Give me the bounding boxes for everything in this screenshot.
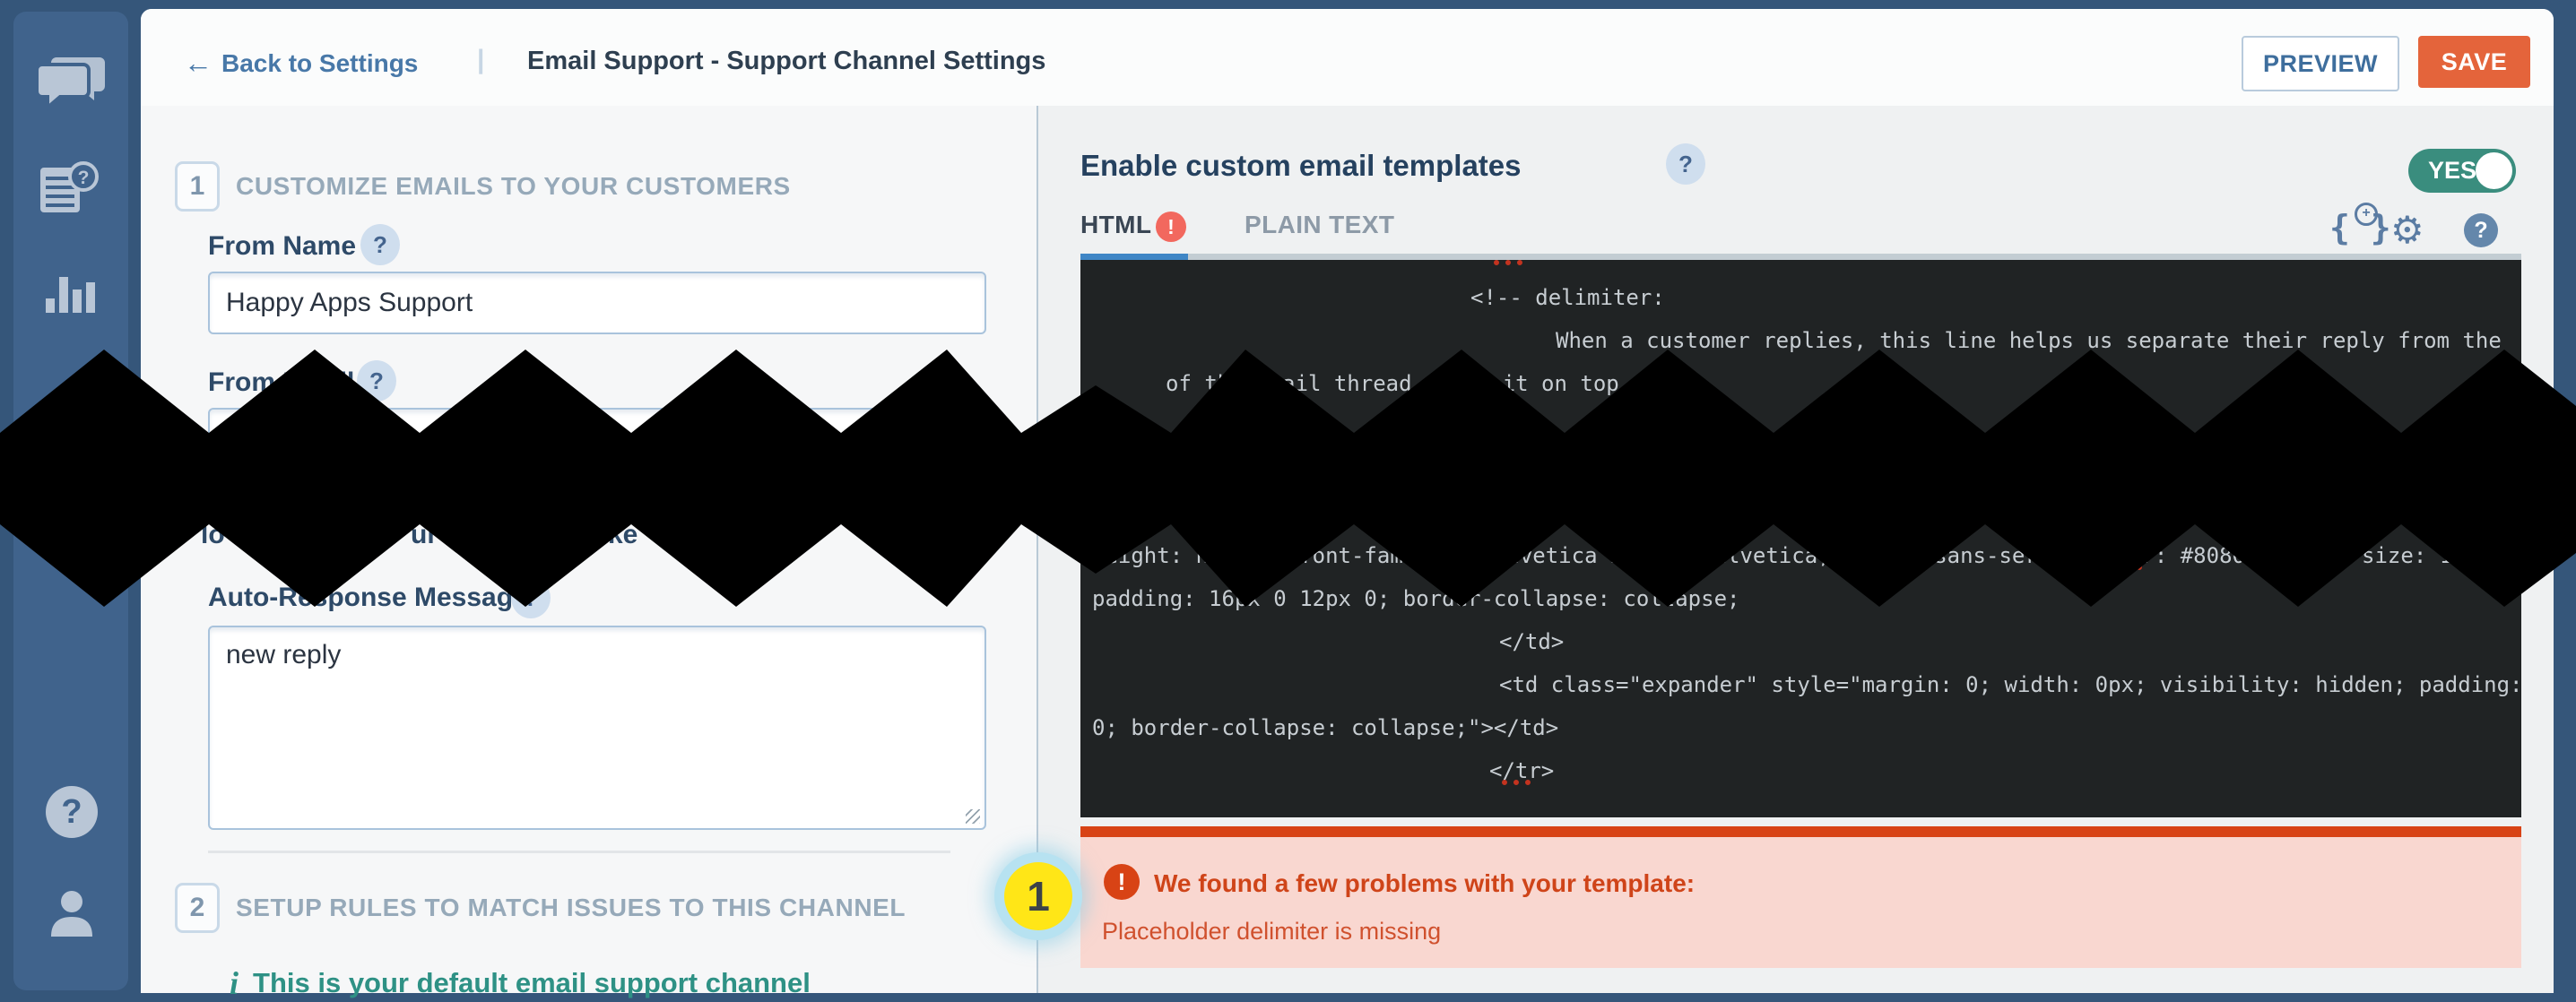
tab-underline-track — [1080, 254, 2521, 260]
error-heading: We found a few problems with your templa… — [1154, 869, 1696, 897]
hidden-text-fragment: ke — [608, 520, 638, 549]
knowledge-base-icon[interactable]: ? — [39, 160, 101, 216]
gear-icon[interactable]: ⚙ — [2390, 209, 2424, 251]
code-line: <td class="expander" style="margin: 0; w… — [1499, 672, 2521, 697]
from-name-label: From Name — [208, 231, 357, 261]
code-line: </tr> — [1489, 758, 1555, 783]
svg-text:?: ? — [78, 168, 90, 188]
enable-templates-help-icon[interactable]: ? — [1666, 143, 1705, 185]
help-icon[interactable]: ? — [46, 786, 98, 838]
preview-button[interactable]: PREVIEW — [2242, 36, 2399, 91]
error-icon: ! — [1104, 864, 1140, 900]
default-channel-note: i This is your default email support cha… — [230, 965, 811, 1001]
editor-help-icon[interactable]: ? — [2464, 213, 2498, 247]
save-button[interactable]: SAVE — [2418, 36, 2530, 88]
code-line: weight: normal; font-family: 'Helvetica … — [1092, 543, 2504, 568]
code-editor[interactable]: <!-- delimiter: When a customer replies,… — [1080, 260, 2521, 817]
back-arrow-icon: ← — [184, 47, 212, 79]
spellcheck-mark — [2113, 565, 2142, 570]
reports-icon[interactable] — [46, 275, 96, 313]
insert-placeholder-icon[interactable]: { } + — [2329, 203, 2391, 249]
back-link[interactable]: ← Back to Settings — [184, 47, 418, 80]
custom-templates-toggle[interactable]: YES — [2408, 149, 2516, 193]
tab-underline-active — [1080, 254, 1188, 260]
toggle-label: YES — [2428, 157, 2477, 184]
section-2-number: 2 — [175, 883, 220, 933]
back-label: Back to Settings — [221, 48, 419, 77]
breadcrumb-separator: | — [477, 45, 485, 74]
auto-response-textarea[interactable]: new reply — [208, 626, 986, 830]
from-name-input[interactable]: Happy Apps Support — [208, 272, 986, 334]
callout-marker: 1 — [1004, 862, 1072, 930]
template-error-box: ! We found a few problems with your temp… — [1080, 826, 2521, 968]
auto-response-label: Auto-Response Message — [208, 583, 528, 612]
code-line: of the email thread. Keep it on top. --> — [1166, 371, 1684, 396]
enable-templates-title: Enable custom email templates — [1080, 149, 1522, 182]
code-line: padding: 16px 0 12px 0; border-collapse:… — [1092, 586, 1740, 611]
from-email-input[interactable] — [208, 408, 986, 471]
section-2-title: SETUP RULES TO MATCH ISSUES TO THIS CHAN… — [236, 894, 906, 921]
code-line: <!-- delimiter: — [1470, 285, 1665, 310]
spellcheck-mark — [1502, 780, 1531, 785]
html-error-badge: ! — [1156, 212, 1186, 242]
from-name-help-icon[interactable]: ? — [360, 224, 400, 265]
info-icon: i — [230, 965, 239, 1001]
sidebar: ? ? — [13, 12, 128, 990]
error-detail: Placeholder delimiter is missing — [1102, 918, 1442, 945]
section-divider — [208, 851, 950, 853]
conversations-icon[interactable] — [37, 51, 105, 114]
section-1-title: CUSTOMIZE EMAILS TO YOUR CUSTOMERS — [236, 172, 791, 200]
profile-icon[interactable] — [48, 890, 96, 938]
from-email-label: From Email — [208, 367, 355, 397]
code-line: </td> — [1499, 629, 1565, 654]
tab-html[interactable]: HTML — [1080, 211, 1152, 238]
hidden-text-fragment: ur — [411, 520, 438, 549]
toggle-knob — [2476, 152, 2512, 189]
auto-response-help-icon[interactable]: ? — [511, 577, 551, 618]
spellcheck-mark — [1494, 260, 1522, 265]
code-line: 0; border-collapse: collapse;"></td> — [1092, 715, 1559, 740]
section-1-number: 1 — [175, 161, 220, 212]
code-line: When a customer replies, this line helps… — [1556, 328, 2502, 353]
page-header — [141, 9, 2554, 108]
tab-plain-text[interactable]: PLAIN TEXT — [1245, 211, 1395, 238]
resize-handle[interactable] — [966, 809, 980, 824]
hidden-text-fragment: lo — [201, 520, 225, 549]
page-title: Email Support - Support Channel Settings — [527, 47, 1046, 75]
from-email-help-icon[interactable]: ? — [357, 360, 396, 402]
